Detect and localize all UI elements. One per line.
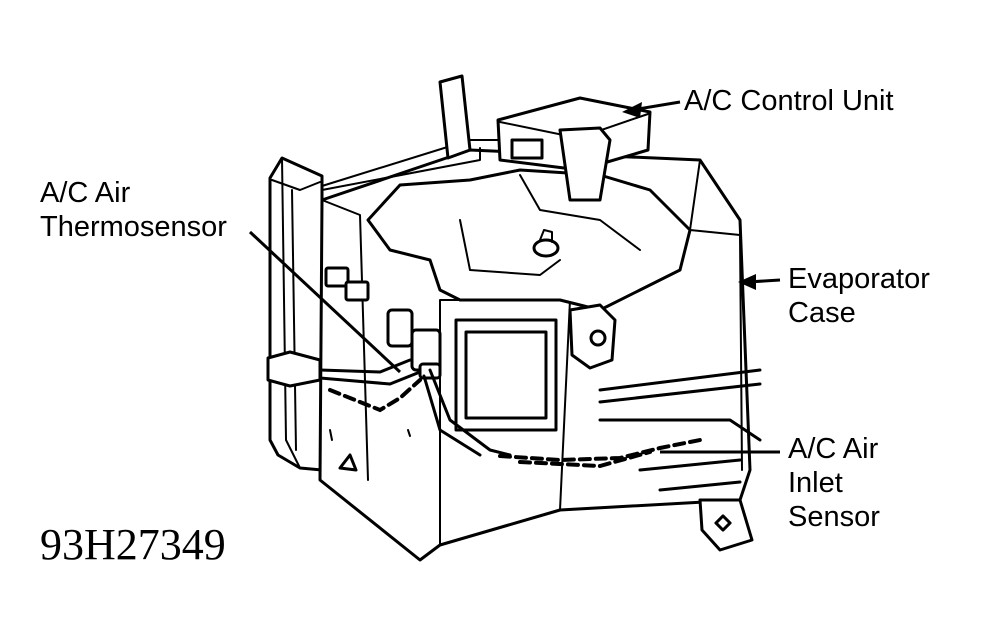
figure-code: 93H27349	[40, 520, 226, 569]
label-thermosensor-line2: Thermosensor	[40, 211, 227, 243]
wiring-harness	[318, 358, 702, 469]
blower-housing	[366, 168, 692, 312]
sensor-connectors	[266, 266, 442, 388]
arrow-evaporator-case	[738, 274, 756, 290]
label-inlet-line2: Inlet	[788, 467, 843, 499]
bottom-mounting-foot	[698, 498, 754, 552]
label-ac-control-unit: A/C Control Unit	[684, 84, 894, 118]
top-rod	[438, 74, 472, 160]
label-ac-air-inlet-sensor: A/C Air Inlet Sensor	[788, 432, 880, 534]
label-evaporator-case: Evaporator Case	[788, 262, 930, 330]
label-evaporator-line2: Case	[788, 297, 856, 329]
leader-lines	[248, 100, 781, 454]
label-inlet-line1: A/C Air	[788, 433, 879, 465]
front-opening	[454, 318, 558, 432]
lower-rails	[598, 368, 762, 492]
leader-thermosensor	[248, 230, 402, 374]
ac-control-unit	[496, 96, 652, 202]
left-mounting-plate	[268, 156, 324, 472]
label-inlet-line3: Sensor	[788, 501, 880, 533]
side-bracket	[568, 303, 617, 370]
bottom-details	[329, 429, 411, 472]
label-ac-air-thermosensor: A/C Air Thermosensor	[40, 176, 227, 244]
label-evaporator-line1: Evaporator	[788, 263, 930, 295]
label-ac-control-unit-text: A/C Control Unit	[684, 85, 894, 117]
arrow-control-unit	[622, 102, 642, 118]
label-thermosensor-line1: A/C Air	[40, 177, 131, 209]
